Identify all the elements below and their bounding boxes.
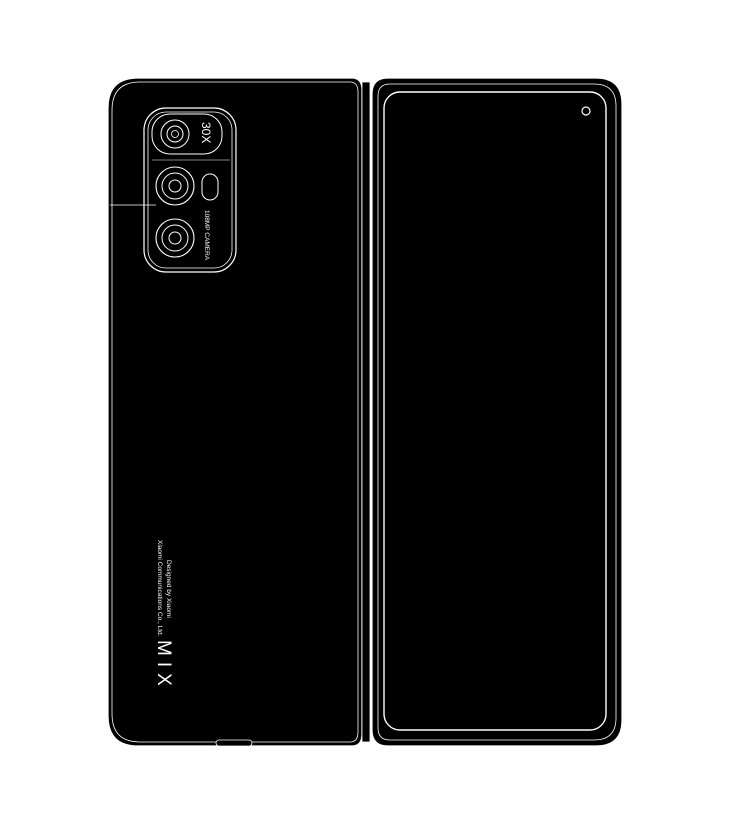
usb-port xyxy=(215,739,253,747)
front-frame-inner xyxy=(377,83,617,741)
power-button xyxy=(103,381,109,445)
periscope-lens-frame xyxy=(151,113,223,155)
company-text: Xiaomi Communications Co., Ltd. xyxy=(156,540,163,637)
zoom-label: 30X xyxy=(199,122,213,143)
back-inner-edge xyxy=(111,81,359,743)
camera-spec-label: 108MP CAMERA xyxy=(203,210,210,261)
designed-by-text: Designed by Xiaomi xyxy=(165,560,172,618)
camera-island-inner xyxy=(147,111,233,269)
display-screen xyxy=(383,91,607,731)
volume-button xyxy=(103,269,109,348)
phone-back-panel: 30X 108MP CAMERA Xiaomi Communications C… xyxy=(103,77,540,747)
mix-logo: MIX xyxy=(153,640,174,692)
front-camera-icon xyxy=(581,106,591,116)
flash-icon xyxy=(201,173,219,201)
main-lens-icon xyxy=(155,166,195,206)
phone-front-panel xyxy=(371,77,623,747)
periscope-lens-icon xyxy=(160,119,190,149)
ultrawide-lens-icon xyxy=(155,218,195,258)
camera-module: 30X 108MP CAMERA xyxy=(110,107,237,273)
hinge-spine xyxy=(361,81,371,743)
camera-island-outer xyxy=(143,107,237,273)
